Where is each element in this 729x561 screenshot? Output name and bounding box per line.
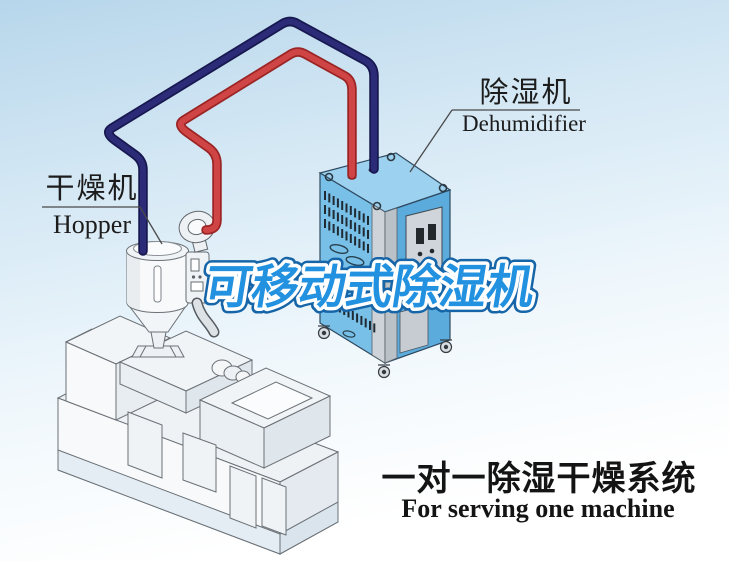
hopper-label-zh: 干燥机: [45, 172, 138, 205]
casters: [317, 325, 453, 379]
title-overlay: 可移动式除湿机 可移动式除湿机: [195, 255, 545, 320]
supply-hose-red: [176, 47, 357, 235]
lifting-eyelets: [324, 152, 448, 211]
title-outline-layer: 可移动式除湿机: [201, 261, 539, 314]
caption: 一对一除湿干燥系统 For serving one machine: [382, 459, 697, 523]
hopper-sight-glass: [153, 265, 162, 303]
caption-zh: 一对一除湿干燥系统: [382, 459, 697, 498]
dehumidifier-label-zh: 除湿机: [479, 76, 572, 109]
hopper-label-en: Hopper: [53, 210, 131, 239]
dehumidifier-label: 除湿机 Dehumidifier: [409, 76, 586, 173]
extruder-machine: [56, 315, 340, 555]
return-hose-blue: [104, 16, 379, 256]
caption-en: For serving one machine: [401, 494, 674, 523]
title-text: 可移动式除湿机: [201, 261, 539, 314]
dehumidifier-label-en: Dehumidifier: [462, 111, 586, 136]
hopper-label: 干燥机 Hopper: [42, 172, 163, 245]
vent-slats: [324, 191, 376, 333]
dehumidifier-control-panel: [405, 206, 443, 312]
